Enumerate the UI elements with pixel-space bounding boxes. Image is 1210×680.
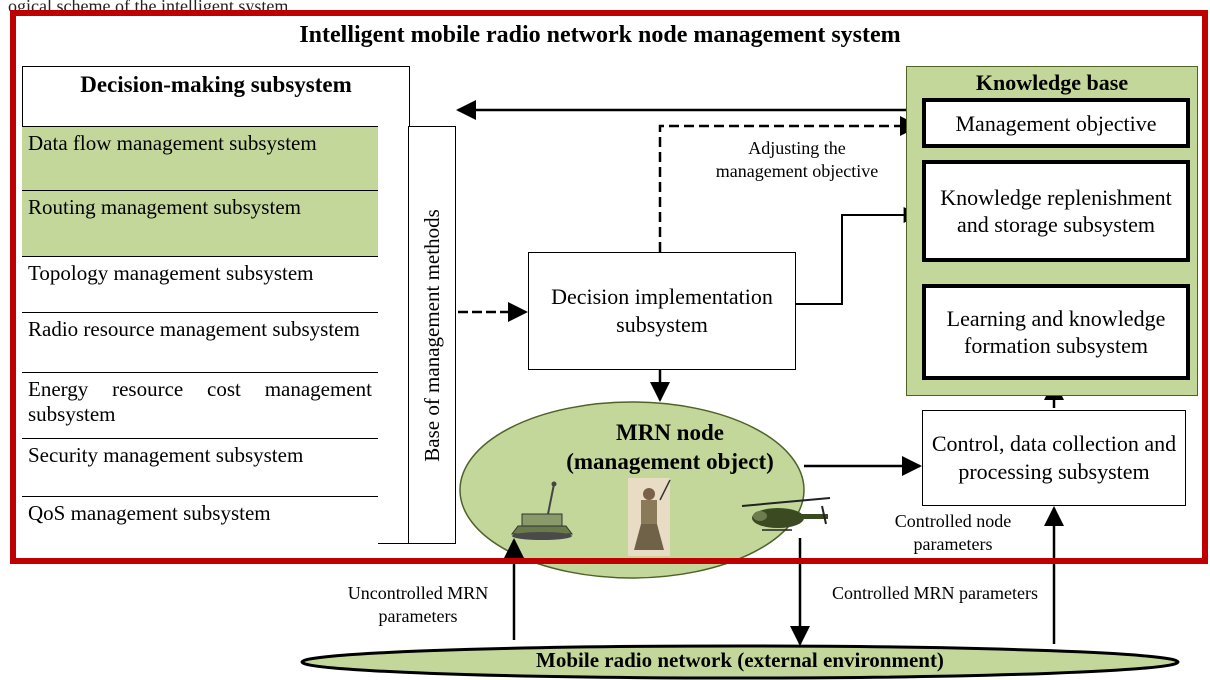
knowledge-replenishment-box: Knowledge replenishment and storage subs… [922,160,1190,262]
control-subsystem-box: Control, data collection and processing … [922,410,1186,506]
control-subsystem-label: Control, data collection and processing … [931,431,1177,484]
controlled-node-params-label: Controlled node parameters [894,511,1012,554]
subsystem-security: Security management subsystem [22,438,378,496]
learning-knowledge-label: Learning and knowledge formation subsyst… [946,306,1166,358]
environment-ellipse [300,644,1180,680]
management-objective-label: Management objective [955,110,1157,136]
subsystem-energy-resource: Energy resource cost management subsyste… [22,372,378,438]
subsystem-label: Security management subsystem [28,443,304,467]
subsystem-label: Data flow management subsystem [28,131,317,155]
knowledge-base-title: Knowledge base [975,70,1129,95]
mrn-node-name: MRN node [616,420,724,445]
subsystem-qos: QoS management subsystem [22,496,378,544]
subsystem-label: Radio resource management subsystem [28,317,360,341]
helicopter-icon [741,497,831,531]
system-frame [10,10,1208,564]
subsystem-data-flow: Data flow management subsystem [22,126,378,190]
base-methods-box [408,126,456,544]
controlled-mrn-params-label: Controlled MRN parameters [832,583,1038,603]
soldier-icon [628,478,671,556]
robot-vehicle-icon [511,481,573,540]
subsystem-label: Energy resource cost management subsyste… [28,377,372,426]
di-to-kr-line [796,207,920,305]
adjusting-dashed-line [658,116,920,252]
subsystem-label: Topology management subsystem [28,261,314,285]
base-methods-label: Base of management methods [419,208,444,462]
subsystem-topology: Topology management subsystem [22,256,378,312]
environment-label: Mobile radio network (external environme… [536,648,944,672]
uncontrolled-mrn-params-label: Uncontrolled MRN parameters [347,583,489,626]
subsystem-label: QoS management subsystem [28,501,271,525]
system-title: Intelligent mobile radio network node ma… [299,22,901,48]
knowledge-replenishment-label: Knowledge replenishment and storage subs… [940,185,1172,237]
decision-implementation-label: Decision implementation subsystem [551,284,773,337]
subsystem-routing: Routing management subsystem [22,190,378,256]
subsystem-label: Routing management subsystem [28,195,301,219]
decision-making-title: Decision-making subsystem [80,72,352,97]
management-objective-box: Management objective [922,98,1190,148]
mrn-node-subtitle: (management object) [566,449,774,474]
adjusting-objective-label: Adjusting the management objective [715,138,879,181]
decision-implementation-box: Decision implementation subsystem [528,252,796,370]
mrn-node-title: MRN node (management object) [520,418,820,476]
learning-knowledge-box: Learning and knowledge formation subsyst… [922,284,1190,380]
base-methods: Base of management methods [408,126,456,544]
subsystem-radio-resource: Radio resource management subsystem [22,312,378,372]
